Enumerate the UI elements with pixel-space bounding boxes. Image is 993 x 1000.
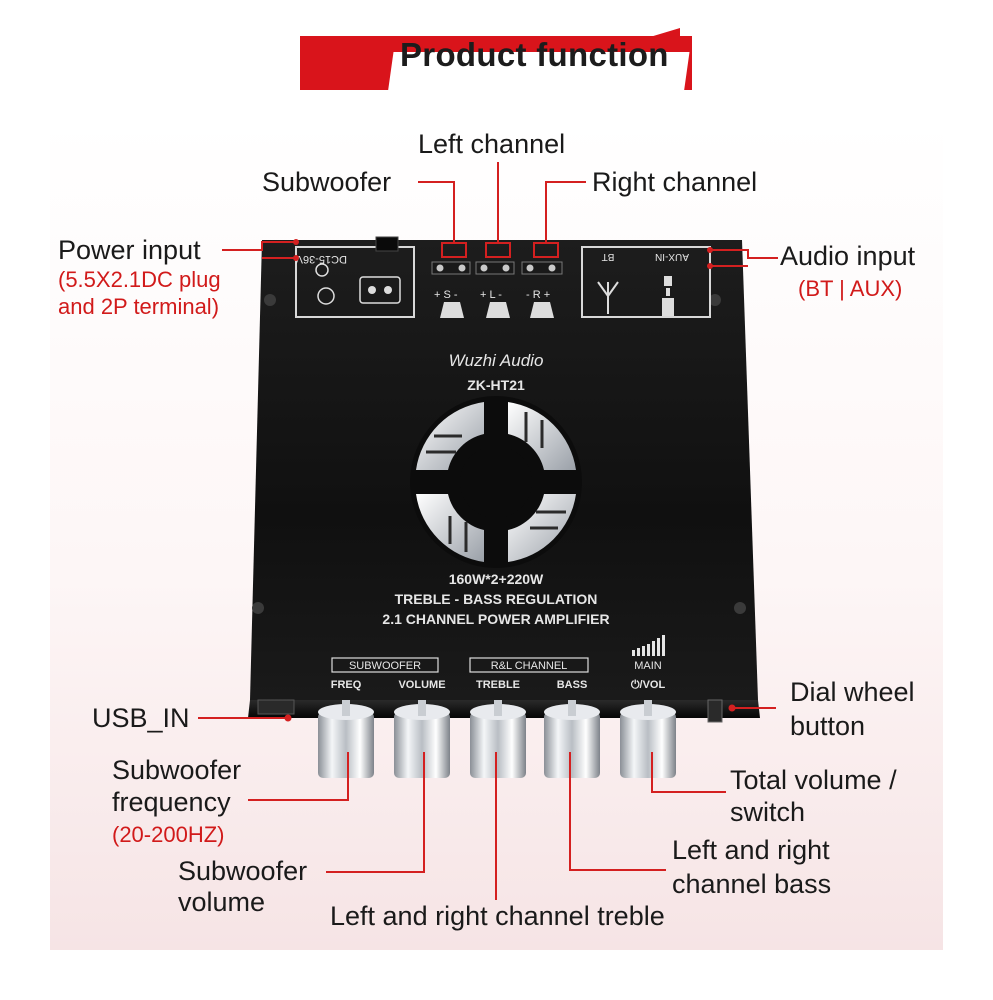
- group-label: SUBWOOFER: [349, 660, 421, 672]
- page-title: Product function: [400, 36, 669, 73]
- label-total-volume-1: Total volume /: [730, 765, 897, 795]
- terminal-icon: [359, 276, 401, 304]
- screw-icon: [264, 294, 276, 306]
- label-sub-volume-2: volume: [178, 887, 266, 917]
- knob-label: FREQ: [331, 679, 362, 691]
- label-left-channel: Left channel: [418, 129, 566, 159]
- knob-freq: [318, 700, 374, 778]
- usb-port: [257, 699, 295, 715]
- bluetooth-antenna-icon: [597, 281, 619, 314]
- label-power-detail-2: and 2P terminal): [58, 294, 220, 319]
- leader-total-volume: [651, 752, 726, 793]
- group-label: MAIN: [634, 660, 662, 672]
- leader-sub-volume: [326, 752, 425, 873]
- power-marking: DC15-36V: [295, 253, 347, 265]
- aux-jack-icon: [662, 276, 674, 316]
- screw-icon: [252, 602, 264, 614]
- rl-group-box: [469, 657, 589, 673]
- polarity-icon: [315, 263, 329, 277]
- label-lr-treble: Left and right channel treble: [330, 901, 665, 931]
- terminal-label: - R +: [526, 289, 550, 301]
- spec-line: TREBLE - BASS REGULATION: [395, 591, 598, 607]
- label-dial-wheel-2: button: [790, 711, 866, 741]
- aux-label: AUX-IN: [655, 251, 689, 262]
- leader-lines: [198, 162, 778, 900]
- knob-label: TREBLE: [476, 679, 520, 691]
- knob-treble: [470, 700, 526, 778]
- label-lr-bass-2: channel bass: [672, 869, 832, 899]
- label-sub-freq-range: (20-200HZ): [112, 822, 225, 847]
- knob-main-volume: [620, 700, 676, 778]
- label-audio-input: Audio input: [780, 241, 916, 271]
- speaker-icon: [530, 302, 554, 318]
- screw-icon: [734, 602, 746, 614]
- dial-pointer-dot: [728, 704, 736, 712]
- label-sub-volume-1: Subwoofer: [178, 856, 308, 886]
- title-banner: [300, 22, 692, 102]
- knob-label: ⏻/VOL: [631, 678, 666, 691]
- leader-sub-freq: [248, 752, 349, 801]
- speaker-icon: [486, 302, 510, 318]
- screw-icon: [709, 294, 721, 306]
- brand-logo: Wuzhi Audio: [449, 351, 544, 370]
- spec-line: 2.1 CHANNEL POWER AMPLIFIER: [382, 611, 609, 627]
- audio-input-box: [581, 246, 711, 318]
- speaker-icon: [440, 302, 464, 318]
- label-usb-in: USB_IN: [92, 703, 190, 733]
- terminal-label: + S -: [434, 289, 458, 301]
- label-lr-bass-1: Left and right: [672, 835, 830, 865]
- label-sub-freq-1: Subwoofer: [112, 755, 242, 785]
- subwoofer-group-box: [331, 657, 439, 673]
- leader-audio-input: [710, 249, 778, 259]
- dial-wheel: [707, 699, 723, 723]
- leader-subwoofer: [418, 181, 455, 243]
- leader-power-input: [222, 241, 296, 251]
- group-label: R&L CHANNEL: [491, 660, 568, 672]
- spec-line: 160W*2+220W: [449, 571, 544, 587]
- knob-bass: [544, 700, 600, 778]
- label-dial-wheel-1: Dial wheel: [790, 677, 915, 707]
- label-total-volume-2: switch: [730, 797, 806, 827]
- label-power-input: Power input: [58, 235, 201, 265]
- label-audio-detail: (BT | AUX): [798, 276, 903, 301]
- speaker-terminals: [431, 261, 563, 318]
- knob-label: VOLUME: [398, 679, 445, 691]
- terminal-label: + L -: [480, 289, 502, 301]
- power-input-box: [295, 246, 415, 318]
- dc-jack: [375, 236, 399, 252]
- cooling-fan: [410, 396, 582, 568]
- volume-level-icon: [632, 635, 665, 656]
- usb-pointer-dot: [284, 714, 292, 722]
- leader-right-channel: [545, 181, 586, 243]
- model-label: ZK-HT21: [467, 377, 525, 393]
- label-subwoofer: Subwoofer: [262, 167, 392, 197]
- knob-volume: [394, 700, 450, 778]
- bt-label: BT: [602, 251, 615, 262]
- label-right-channel: Right channel: [592, 167, 758, 197]
- label-sub-freq-2: frequency: [112, 787, 231, 817]
- label-power-detail-1: (5.5X2.1DC plug: [58, 267, 221, 292]
- leader-bass: [569, 752, 666, 871]
- knob-label: BASS: [557, 679, 588, 691]
